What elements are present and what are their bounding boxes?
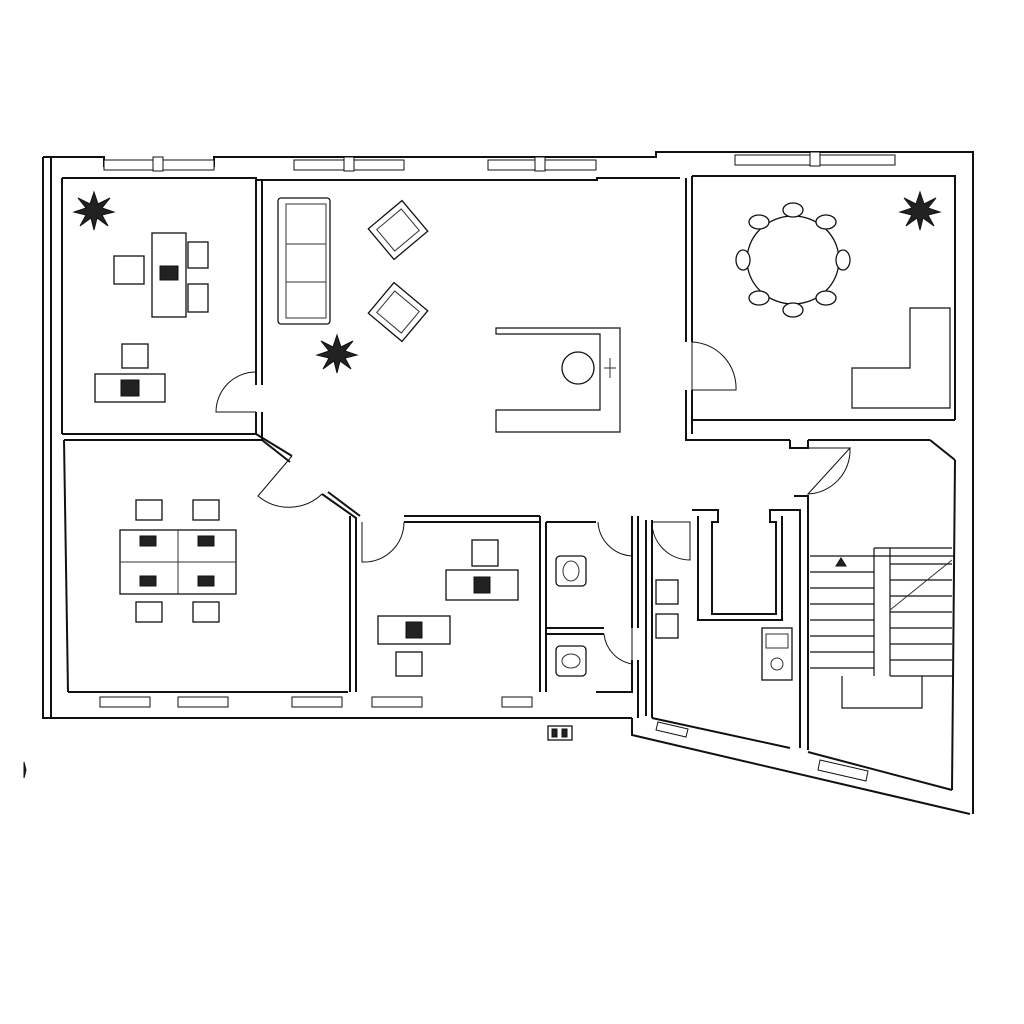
window <box>177 696 229 708</box>
chair <box>815 214 837 230</box>
window-mullion <box>809 151 821 167</box>
window <box>655 721 689 738</box>
chair <box>655 613 679 639</box>
chair <box>782 302 804 318</box>
window-mullion <box>343 156 355 172</box>
window <box>501 696 533 708</box>
stool <box>561 351 595 385</box>
plant-icon <box>315 333 359 374</box>
door-swing <box>806 447 852 495</box>
l-shaped-counter <box>851 307 951 409</box>
chair <box>113 255 145 285</box>
monitor-icon <box>139 535 157 547</box>
plant-icon <box>898 190 942 231</box>
armchair <box>367 199 429 261</box>
edge-mark <box>23 761 27 779</box>
doors <box>215 341 852 665</box>
door-swing <box>691 341 737 391</box>
monitor-icon <box>159 265 179 281</box>
chair <box>655 579 679 605</box>
window-mullion <box>152 156 164 172</box>
meeting-room <box>735 190 951 409</box>
chair <box>815 290 837 306</box>
door-swing <box>597 521 633 557</box>
open-office-left <box>119 499 237 623</box>
office-top-left <box>72 190 209 403</box>
interior-walls <box>62 176 955 750</box>
stairs <box>810 547 955 709</box>
chair <box>135 499 163 521</box>
monitor-icon <box>197 575 215 587</box>
windows <box>99 151 896 782</box>
lounge-reception <box>277 197 621 433</box>
window <box>817 759 869 782</box>
window <box>371 696 423 708</box>
monitor-icon <box>405 621 423 639</box>
plant-icon <box>72 190 116 231</box>
kitchenette <box>655 579 793 681</box>
desk <box>94 373 166 403</box>
window <box>99 696 151 708</box>
monitor-icon <box>139 575 157 587</box>
office-middle <box>377 539 519 677</box>
sink <box>555 555 587 587</box>
chair <box>121 343 149 369</box>
armchair <box>367 281 429 343</box>
window <box>291 696 343 708</box>
chair <box>748 214 770 230</box>
chair <box>782 202 804 218</box>
door-swing <box>361 521 405 563</box>
chair <box>192 499 220 521</box>
chair <box>192 601 220 623</box>
wc <box>555 555 587 677</box>
chair <box>471 539 499 567</box>
door-swing <box>603 628 633 665</box>
chair <box>187 241 209 269</box>
chair <box>835 249 851 271</box>
monitor-icon <box>120 379 140 397</box>
door-swing <box>257 455 323 508</box>
chair <box>395 651 423 677</box>
door-swing <box>651 521 691 561</box>
chair <box>748 290 770 306</box>
monitor-icon <box>197 535 215 547</box>
chair <box>735 249 751 271</box>
chair <box>187 283 209 313</box>
kitchen-sink <box>761 627 793 681</box>
chair <box>135 601 163 623</box>
sofa <box>277 197 331 325</box>
toilet <box>555 645 587 677</box>
monitor-icon <box>473 576 491 594</box>
reception-counter <box>495 327 621 433</box>
arrow-icon <box>835 557 847 567</box>
door-swing <box>215 371 257 413</box>
window-mullion <box>534 156 546 172</box>
meter-box <box>547 725 573 741</box>
